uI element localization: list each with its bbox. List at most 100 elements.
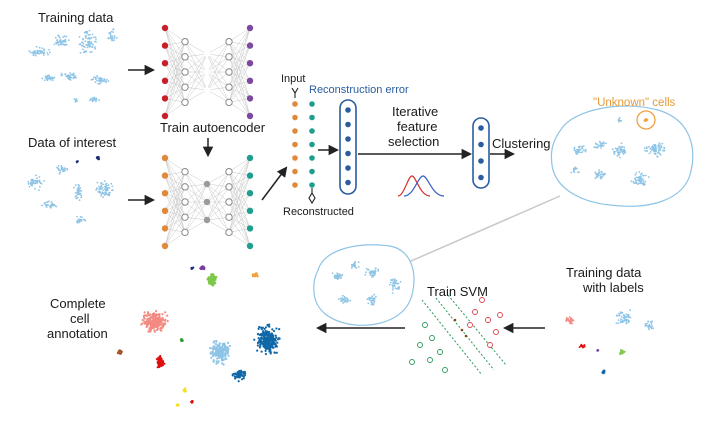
cell-dot <box>583 344 585 347</box>
cell-dot <box>576 150 578 153</box>
cell-dot <box>647 325 650 327</box>
cell-dot <box>95 100 97 103</box>
cell-dot <box>86 46 89 49</box>
nn-edge <box>206 201 230 233</box>
nn-edge <box>184 219 208 233</box>
cell-dot <box>107 80 110 82</box>
cell-dot <box>349 299 352 302</box>
nn-edge <box>164 157 186 203</box>
cell-dot <box>262 331 265 334</box>
cell-dot <box>626 315 629 318</box>
nn-edge <box>228 45 251 58</box>
cell-dot <box>73 186 75 189</box>
cell-dot <box>346 297 348 299</box>
cell-dot <box>640 182 642 185</box>
nn-edge <box>164 87 186 117</box>
cell-dot <box>231 373 234 376</box>
cell-dot <box>263 341 267 345</box>
cell-dot <box>223 344 227 347</box>
cell-dot <box>273 341 276 344</box>
cell-dot <box>57 44 60 47</box>
nn-node <box>161 42 169 49</box>
cell-dot <box>140 323 143 326</box>
svm-point-class-a <box>437 349 443 355</box>
cell-dot <box>594 142 597 145</box>
nn-edge <box>228 56 251 81</box>
nn-edge <box>164 45 186 103</box>
cell-dot <box>148 318 151 321</box>
vector-dot <box>478 158 484 164</box>
nn-edge <box>164 216 186 229</box>
cell-dot <box>254 274 257 277</box>
cell-dot <box>156 358 159 361</box>
nn-node <box>225 37 233 46</box>
cell-dot <box>367 302 370 305</box>
vector-dot <box>345 136 351 142</box>
cell-dot <box>67 74 70 77</box>
cell-dot <box>268 331 271 334</box>
cell-dot <box>210 351 213 354</box>
cell-dot <box>649 151 652 153</box>
cell-dot <box>394 287 397 289</box>
cell-dot <box>618 314 621 317</box>
cell-dot <box>91 46 94 49</box>
nn-node <box>203 86 211 94</box>
cell-dot <box>110 182 113 185</box>
cell-dot <box>241 378 244 381</box>
cell-dot <box>340 275 343 277</box>
cell-dot <box>107 192 110 195</box>
cell-dot <box>160 364 163 367</box>
nn-node <box>181 228 189 237</box>
nn-edge <box>184 41 208 91</box>
cell-dot <box>53 76 56 79</box>
cell-dot <box>582 145 585 148</box>
cell-dot <box>181 339 184 342</box>
cell-dot <box>212 359 215 362</box>
cell-dot <box>256 344 259 347</box>
cell-dot <box>571 320 573 323</box>
cell-dot <box>392 287 394 289</box>
cell-dot <box>216 357 219 360</box>
cell-dot <box>209 347 212 350</box>
cell-dot <box>391 284 394 287</box>
nn-edge <box>184 171 208 221</box>
cell-dot <box>207 276 211 279</box>
nn-edge <box>164 41 186 81</box>
cell-dot <box>65 43 68 46</box>
nn-edge <box>164 27 186 57</box>
cell-dot <box>346 301 348 303</box>
cell-dot <box>271 335 274 338</box>
cell-dot <box>76 191 78 194</box>
cell-dot <box>206 278 209 281</box>
nn-edge <box>228 175 251 203</box>
cell-dot <box>210 277 213 280</box>
nn-edge <box>184 53 208 73</box>
cell-dot <box>50 201 53 203</box>
cell-dot <box>600 173 602 176</box>
cell-dot <box>623 146 626 149</box>
cell-dot <box>625 322 628 325</box>
nn-edge <box>164 27 186 42</box>
cell-dot <box>161 325 165 328</box>
nn-node <box>181 83 189 91</box>
cell-dot <box>89 43 91 45</box>
nn-edge <box>228 175 251 233</box>
cell-dot <box>44 204 47 207</box>
nn-node <box>246 172 254 179</box>
nn-edge <box>184 41 208 73</box>
cell-dot <box>576 167 578 170</box>
cell-dot <box>371 271 374 274</box>
cell-dot <box>213 346 216 350</box>
cell-dot <box>268 339 271 342</box>
nn-node <box>161 60 169 67</box>
nn-node <box>203 216 211 224</box>
cell-dot <box>343 301 346 303</box>
cell-dot <box>153 320 156 324</box>
cell-dot <box>258 325 261 329</box>
cell-dot <box>163 323 166 326</box>
nn-edge <box>228 102 251 117</box>
cell-dot <box>50 77 53 80</box>
nn-edge <box>164 102 186 117</box>
nn-node <box>181 198 189 206</box>
cell-dot <box>59 36 61 39</box>
